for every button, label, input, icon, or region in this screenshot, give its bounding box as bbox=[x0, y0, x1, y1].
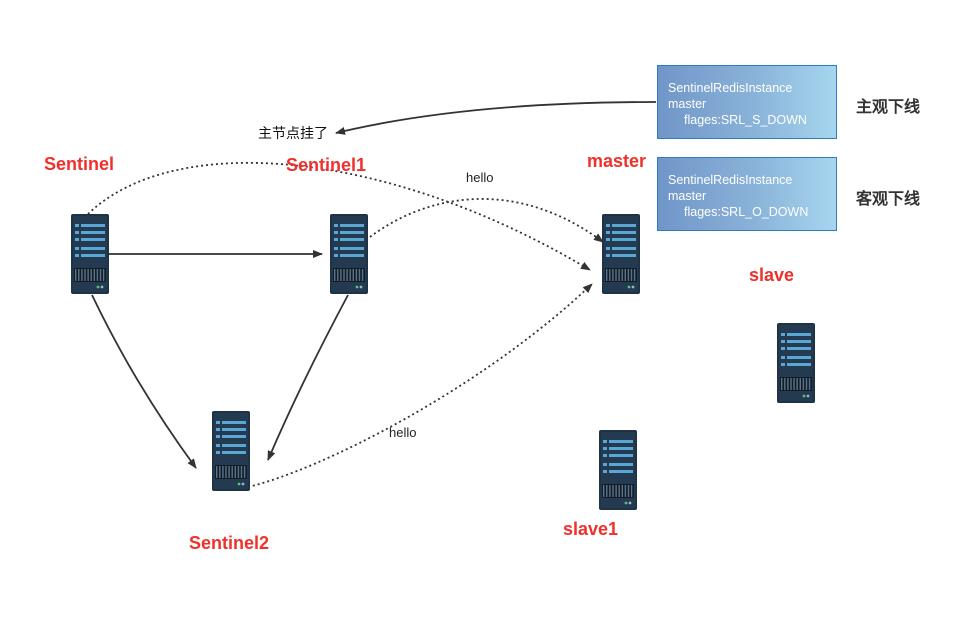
status-box-flags: flages:SRL_O_DOWN bbox=[684, 205, 809, 219]
status-box-class-name: SentinelRedisInstance bbox=[668, 173, 793, 187]
server-icon bbox=[212, 411, 250, 491]
edge-sentinel2-to-master-hello bbox=[247, 283, 593, 488]
edge-sentinel1-to-master-hello bbox=[365, 198, 604, 243]
side-label-objective-down: 客观下线 bbox=[856, 189, 921, 208]
edge-sentinel-to-sentinel2 bbox=[91, 294, 197, 469]
node-label-sentinel1: Sentinel1 bbox=[286, 155, 367, 175]
status-box-subjective-down: SentinelRedisInstance master flages:SRL_… bbox=[657, 65, 837, 139]
status-box-objective-down: SentinelRedisInstance master flages:SRL_… bbox=[657, 157, 837, 231]
edge-sentinel-to-master-hello bbox=[87, 161, 591, 271]
server-icon bbox=[71, 214, 109, 294]
node-label-sentinel: Sentinel bbox=[44, 154, 115, 174]
status-box-instance-role: master bbox=[668, 97, 707, 111]
edge-sentinel1-to-sentinel2 bbox=[267, 294, 349, 461]
edge-status-to-fault-label bbox=[335, 101, 657, 135]
fault-label: 主节点挂了 bbox=[258, 126, 328, 142]
server-icon bbox=[330, 214, 368, 294]
edge-caption-hello-top: hello bbox=[466, 170, 494, 185]
server-icon bbox=[599, 430, 637, 510]
status-box-instance-role: master bbox=[668, 189, 707, 203]
status-box-class-name: SentinelRedisInstance bbox=[668, 81, 793, 95]
node-label-slave1: slave1 bbox=[563, 519, 619, 539]
node-label-master: master bbox=[587, 151, 647, 171]
node-label-slave: slave bbox=[749, 265, 795, 285]
status-box-flags: flages:SRL_S_DOWN bbox=[684, 113, 807, 127]
server-icon bbox=[777, 323, 815, 403]
side-label-subjective-down: 主观下线 bbox=[856, 97, 921, 116]
node-label-sentinel2: Sentinel2 bbox=[189, 533, 270, 553]
edge-caption-hello-bottom: hello bbox=[389, 425, 417, 440]
server-icon bbox=[602, 214, 640, 294]
